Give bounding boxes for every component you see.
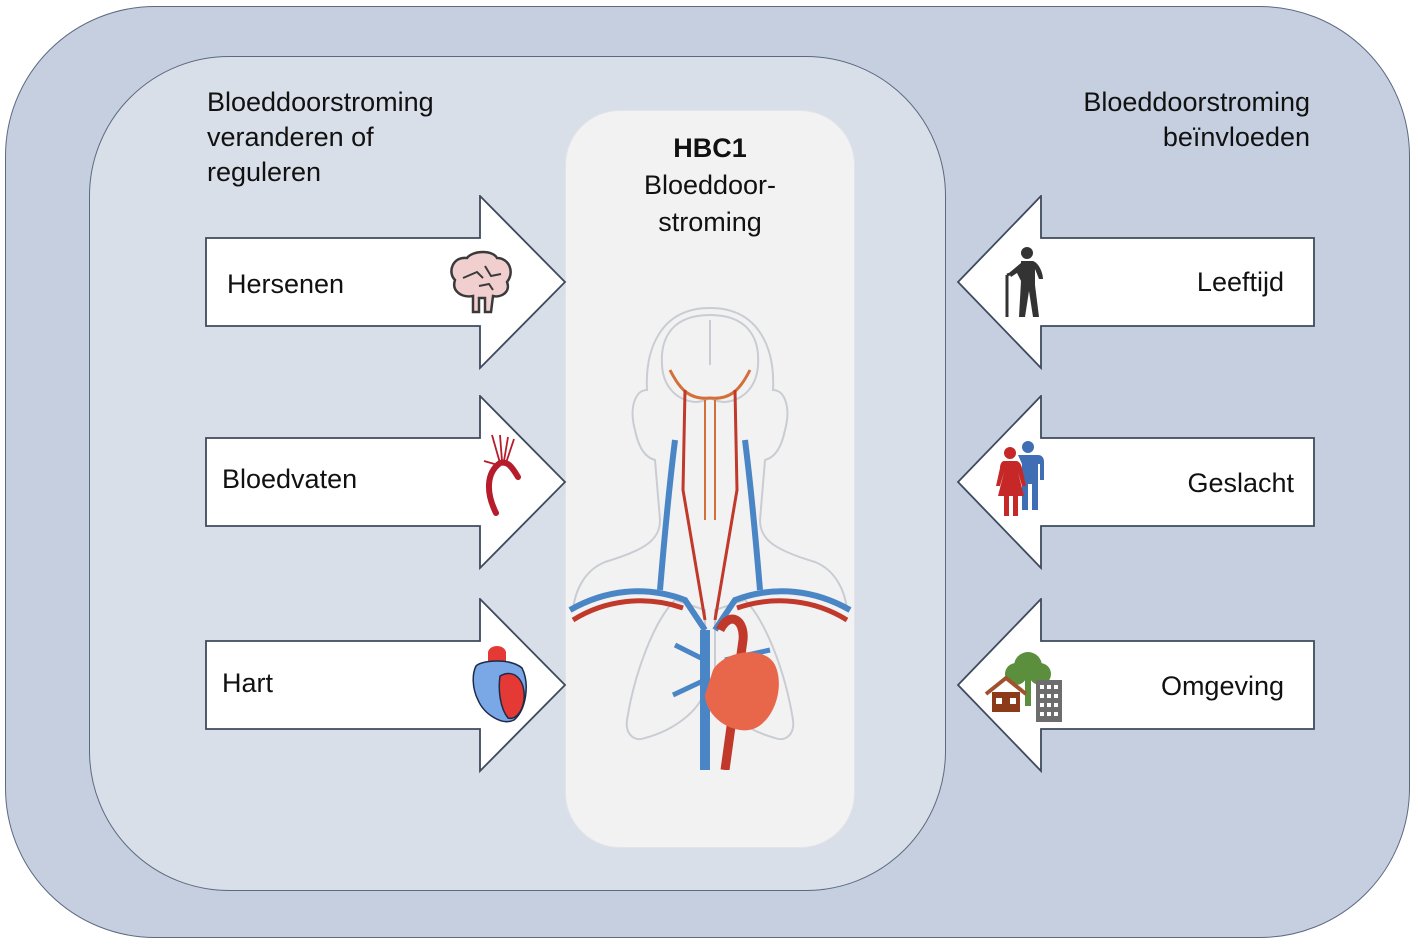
left-heading-line: Bloeddoorstroming xyxy=(207,87,434,117)
left-heading-line: reguleren xyxy=(207,157,322,187)
lung-left xyxy=(625,598,706,740)
arrow-label: Bloedvaten xyxy=(222,464,358,494)
pulmonary-vein xyxy=(671,642,707,698)
subclavian-artery-right xyxy=(736,598,849,623)
arrow-label: Hart xyxy=(222,668,274,698)
brain-icon xyxy=(450,250,512,314)
jugular-right xyxy=(742,439,763,591)
arrow-shape-left xyxy=(956,195,1315,370)
arrow-label: Hersenen xyxy=(227,269,345,299)
carotid-left xyxy=(681,389,707,621)
woman-figure xyxy=(996,447,1026,516)
center-title: HBC1 Bloeddoor- stroming xyxy=(565,130,855,241)
arrow-shape-right xyxy=(205,598,567,773)
building-icon xyxy=(1036,680,1062,722)
right-heading: Bloeddoorstroming beïnvloeden xyxy=(980,85,1310,155)
arrow-bloedvaten: Bloedvaten xyxy=(205,395,567,570)
subclavian-artery-left xyxy=(571,598,684,623)
arrow-label: Omgeving xyxy=(1160,671,1284,701)
arrow-geslacht: Geslacht xyxy=(956,395,1316,570)
man-woman-icon xyxy=(996,441,1044,516)
arrow-label: Geslacht xyxy=(1187,468,1294,498)
heart-shape xyxy=(705,652,779,731)
carotid-right xyxy=(713,389,739,621)
subclavian-right xyxy=(712,588,852,632)
subclavian-left xyxy=(568,588,708,632)
elderly-person-icon xyxy=(1005,247,1043,317)
jugular-left xyxy=(657,439,678,591)
center-subtitle-line: Bloeddoor- xyxy=(643,170,777,200)
arrow-shape-right xyxy=(205,195,567,370)
center-subtitle-line: stroming xyxy=(658,207,762,237)
head-outline xyxy=(709,307,848,611)
circulation-illustration xyxy=(568,307,852,770)
man-figure xyxy=(1018,441,1044,510)
arrow-hersenen: Hersenen xyxy=(205,195,567,370)
center-title-code: HBC1 xyxy=(673,133,747,163)
heart-icon xyxy=(472,646,527,723)
center-panel-hbc1 xyxy=(565,110,855,848)
arrow-shape-left xyxy=(956,598,1315,773)
environment-icon xyxy=(984,652,1062,722)
right-heading-line: Bloeddoorstroming xyxy=(1083,87,1310,117)
head-outline xyxy=(572,307,711,611)
arrow-shape-left xyxy=(956,395,1315,570)
arrow-hart: Hart xyxy=(205,598,567,773)
artery xyxy=(668,369,752,400)
arrow-shape-right xyxy=(205,395,567,570)
arrow-leeftijd: Leeftijd xyxy=(956,195,1316,370)
left-heading: Bloeddoorstroming veranderen of regulere… xyxy=(207,85,537,190)
blood-vessel-icon xyxy=(483,434,521,516)
right-heading-line: beïnvloeden xyxy=(1162,122,1310,152)
left-heading-line: veranderen of xyxy=(207,122,374,152)
house-icon xyxy=(984,675,1028,712)
arrow-omgeving: Omgeving xyxy=(956,598,1316,773)
arrow-label: Leeftijd xyxy=(1196,267,1284,297)
aorta xyxy=(715,614,748,770)
